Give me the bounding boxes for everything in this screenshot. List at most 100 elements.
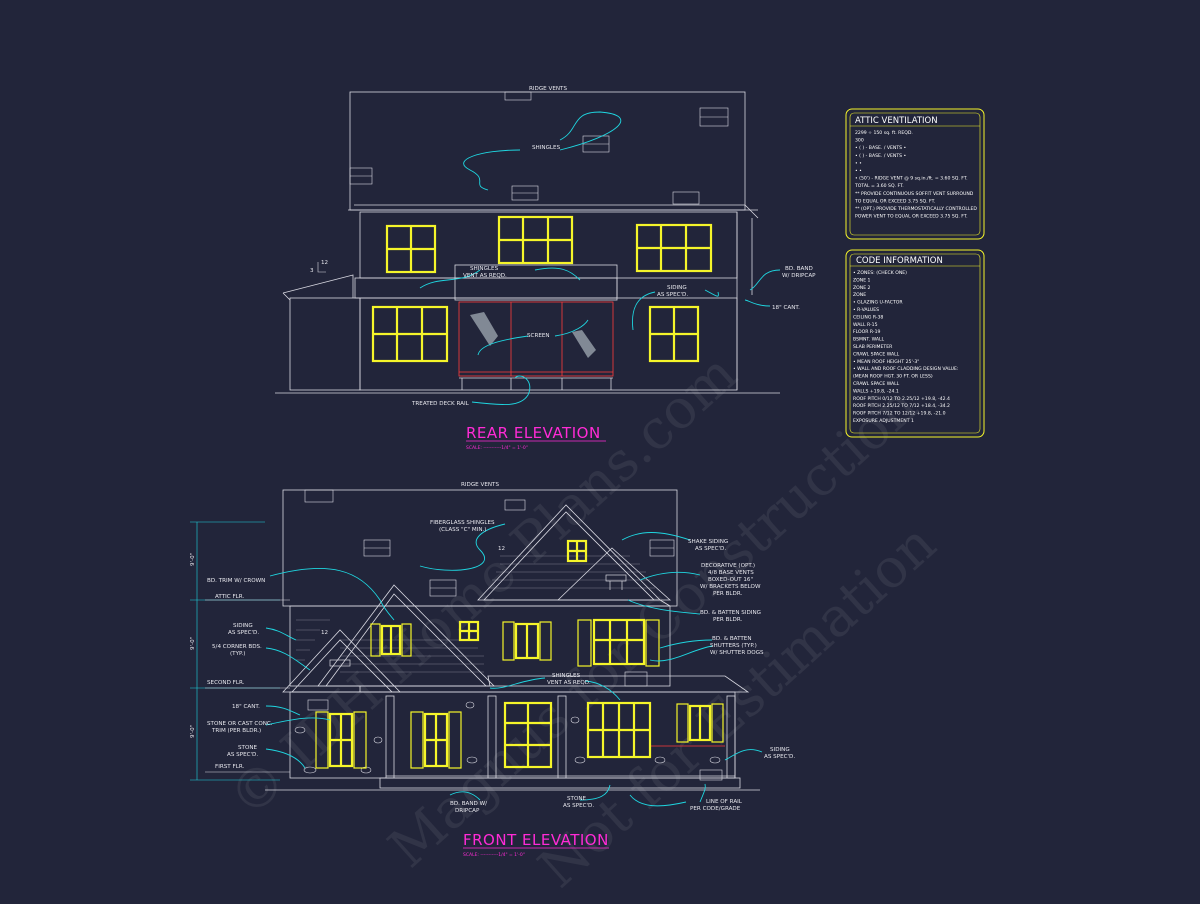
attic-ventilation-line: • ( ) - BASE. / VENTS • <box>855 153 906 159</box>
front-first-flr-label: FIRST FLR. <box>215 764 245 770</box>
front-cant-label: 18" CANT. <box>232 704 260 710</box>
front-per-bldr-label: PER BLDR. <box>713 591 743 597</box>
front-brackets-label: W/ BRACKETS BELOW <box>700 584 761 590</box>
attic-ventilation-line: TOTAL = 3.60 SQ. FT. <box>854 183 904 189</box>
front-shutter-dogs-label: W/ SHUTTER DOGS <box>710 650 764 656</box>
rear-window-lower-left <box>371 305 449 363</box>
front-second-flr-label: SECOND FLR. <box>207 680 245 686</box>
rear-window-lower-right <box>648 305 700 363</box>
rear-leaders <box>419 111 781 405</box>
rear-pitch-label: 12 <box>321 260 328 266</box>
front-boxed-out-label: BOXED-OUT 16" <box>708 577 753 583</box>
front-base-vents-label: 4/8 BASE VENTS <box>708 570 754 576</box>
front-window-lower-far-right <box>676 703 724 743</box>
attic-ventilation-line: ** (OPT.) PROVIDE THERMOSTATICALLY CONTR… <box>855 206 977 212</box>
code-information-line: SLAB PERIMETER <box>853 344 893 350</box>
front-corner-bds-label: 5/4 CORNER BDS. <box>212 644 262 650</box>
front-shingles-label: SHINGLES <box>552 673 581 679</box>
front-siding-label: SIDING <box>233 623 253 629</box>
front-pitch-b-label: 12 <box>321 630 328 636</box>
rear-windows <box>371 215 713 363</box>
code-information-lines: • ZONES: (CHECK ONE) ZONE 1 ZONE 2 ZONE•… <box>853 270 959 424</box>
front-windows <box>315 539 724 769</box>
front-bb-siding-label: BD. & BATTEN SIDING <box>700 610 761 616</box>
attic-ventilation-lines: 2299 ÷ 150 sq. ft. REQD.300• ( ) - BASE.… <box>854 130 977 220</box>
front-fiberglass-label: FIBERGLASS SHINGLES <box>430 520 495 526</box>
code-information-line: ZONE 1 <box>853 277 871 283</box>
front-shutters-typ-label: SHUTTERS (TYP.) <box>710 643 757 649</box>
rear-labels: RIDGE VENTS SHINGLES SHINGLES VENT AS RE… <box>310 86 816 407</box>
front-stone-base-label: STONE <box>567 796 587 802</box>
front-bb-bldr-label: PER BLDR. <box>713 617 743 623</box>
front-stone-texture <box>294 701 721 774</box>
front-window-center-upper <box>502 621 552 661</box>
rear-vent-reqd-label: VENT AS REQD. <box>463 273 507 279</box>
rear-pitch-rise-label: 3 <box>310 268 314 274</box>
front-siding-specd-label: AS SPEC'D. <box>228 630 259 636</box>
front-stone-base-specd-label: AS SPEC'D. <box>563 803 594 809</box>
front-rail-label: LINE OF RAIL <box>706 799 743 805</box>
rear-lower-wall <box>359 297 738 391</box>
front-window-lower-right <box>586 701 652 759</box>
code-information-line: BSMNT. WALL <box>853 337 885 343</box>
front-floor-lines <box>205 599 290 773</box>
front-rail-grade-label: PER CODE/GRADE <box>690 806 741 812</box>
code-information-line: ROOF PITCH 0/12 TO 2.25/12 +19.8, -42.4 <box>853 396 950 402</box>
code-information-line: CEILING R-38 <box>853 314 883 320</box>
front-shake-texture <box>296 555 655 673</box>
attic-ventilation-title: ATTIC VENTILATION <box>855 116 938 126</box>
front-bd-band-label: BD. BAND W/ <box>450 801 487 807</box>
front-window-lower-left <box>315 711 367 769</box>
attic-ventilation-line: POWER VENT TO EQUAL OR EXCEED 3.75 SQ. F… <box>855 214 968 220</box>
code-information-line: ROOF PITCH 2.25/12 TO 7/12 +18.4, -34.2 <box>853 403 950 409</box>
rear-left-wing <box>289 297 361 391</box>
front-ridge-vents-label: RIDGE VENTS <box>461 482 499 488</box>
front-window-left-upper <box>370 623 412 657</box>
front-decorative-label: DECORATIVE (OPT.) <box>701 563 755 569</box>
rear-elevation-title: REAR ELEVATION <box>466 424 601 442</box>
rear-window-upper-center <box>497 215 574 265</box>
code-information-line: • ZONES: (CHECK ONE) <box>853 270 907 276</box>
front-pitch-a-label: 12 <box>498 546 505 552</box>
front-dripcap-label: DRIPCAP <box>455 808 480 814</box>
code-information-line: ZONE 2 <box>853 285 871 291</box>
rear-cant-label: 18" CANT. <box>772 305 800 311</box>
attic-ventilation-line: 2299 ÷ 150 sq. ft. REQD. <box>855 130 913 136</box>
rear-siding-label: SIDING <box>667 285 687 291</box>
front-door <box>503 701 553 769</box>
code-information-line: • R-VALUES <box>853 307 879 313</box>
attic-ventilation-line: • ( ) - BASE. / VENTS • <box>855 145 906 151</box>
front-shake-specd-label: AS SPEC'D. <box>695 546 726 552</box>
front-leaders <box>265 523 763 807</box>
rear-screen-porch <box>458 301 614 390</box>
code-information-line: • GLAZING U-FACTOR <box>853 300 903 306</box>
front-vent-reqd-label: VENT AS REQD. <box>547 680 591 686</box>
rear-as-specd-label: AS SPEC'D. <box>657 292 688 298</box>
code-information-line: EXPOSURE ADJUSTMENT 1 <box>853 418 914 424</box>
front-window-gable <box>566 539 588 563</box>
front-window-right-upper <box>577 618 660 667</box>
rear-window-upper-left <box>385 224 437 274</box>
attic-ventilation-line: TO EQUAL OR EXCEED 3.75 SQ. FT. <box>854 198 935 204</box>
rear-ridge-vents-label: RIDGE VENTS <box>529 86 567 92</box>
front-dim-middle-label: 9'-0" <box>190 636 196 650</box>
front-bd-trim-label: BD. TRIM W/ CROWN <box>207 578 265 584</box>
rear-deck-rail-label: TREATED DECK RAIL <box>411 401 470 407</box>
code-information-line: • WALL AND ROOF CLADDING DESIGN VALUE: <box>853 366 959 372</box>
front-window-small <box>458 620 480 642</box>
rear-shingles-vent-label: SHINGLES <box>470 266 499 272</box>
code-information-line: (MEAN ROOF HGT. 30 FT. OR LESS) <box>853 374 933 380</box>
attic-ventilation-table: ATTIC VENTILATION 2299 ÷ 150 sq. ft. REQ… <box>845 108 985 240</box>
front-shake-siding-label: SHAKE SIDING <box>688 539 728 545</box>
front-dim-upper-label: 9'-0" <box>190 552 196 566</box>
front-labels: RIDGE VENTS FIBERGLASS SHINGLES (CLASS "… <box>190 482 795 814</box>
code-information-line: • MEAN ROOF HEIGHT 25'-3" <box>853 359 919 365</box>
front-stone-trim-bldr-label: TRIM (PER BLDR.) <box>211 728 261 734</box>
front-right-siding-label: SIDING <box>770 747 790 753</box>
code-information-line: CRAWL SPACE WALL <box>853 351 900 357</box>
front-bb-shutters-label: BD. & BATTEN <box>712 636 752 642</box>
front-dim-lower-label: 9'-0" <box>190 724 196 738</box>
front-stone-label: STONE <box>238 745 258 751</box>
rear-shingles-label: SHINGLES <box>532 145 561 151</box>
